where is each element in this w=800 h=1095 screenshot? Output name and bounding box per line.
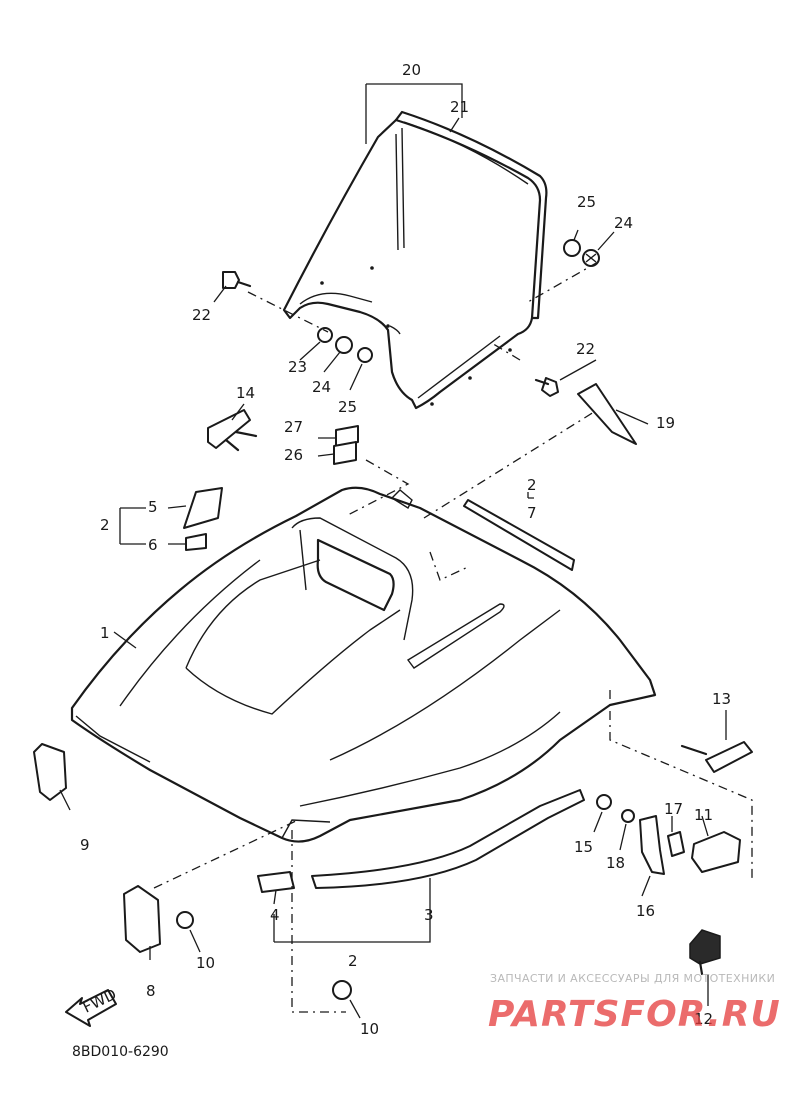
callout-26: 26 xyxy=(284,446,303,464)
callout-8: 8 xyxy=(146,982,156,1000)
callout-25: 25 xyxy=(577,193,596,211)
decal-19-part xyxy=(577,383,637,445)
latch-11-part xyxy=(691,831,741,873)
callout-2: 2 xyxy=(348,952,358,970)
callout-1: 1 xyxy=(100,624,110,642)
emblem-27-part xyxy=(335,425,359,447)
callout-10: 10 xyxy=(360,1020,379,1038)
hinge-9-part xyxy=(33,743,67,801)
side-rail-3-part xyxy=(311,789,585,889)
emblem-26-part xyxy=(333,441,357,465)
watermark-caption: ЗАПЧАСТИ И АКСЕССУАРЫ ДЛЯ МОТОТЕХНИКИ xyxy=(490,972,776,985)
knob-12-part xyxy=(689,929,721,965)
callout-9: 9 xyxy=(80,836,90,854)
arm-16-part xyxy=(639,815,665,875)
diagram-code: 8BD010-6290 xyxy=(72,1044,169,1060)
callout-13: 13 xyxy=(712,690,731,708)
callout-24: 24 xyxy=(614,214,633,232)
callout-15: 15 xyxy=(574,838,593,856)
callout-labels: 20 21 25 24 22 23 24 25 22 19 14 27 26 2… xyxy=(80,61,731,1038)
pad-6-part xyxy=(185,533,207,551)
callout-2: 2 xyxy=(100,516,110,534)
callout-7: 7 xyxy=(527,504,537,522)
callout-21: 21 xyxy=(450,98,469,116)
callout-2: 2 xyxy=(527,476,537,494)
callout-19: 19 xyxy=(656,414,675,432)
callout-22: 22 xyxy=(192,306,211,324)
windshield-fasteners xyxy=(222,239,600,397)
callout-11: 11 xyxy=(694,806,713,824)
pad-5-part xyxy=(183,487,223,529)
callout-23: 23 xyxy=(288,358,307,376)
windshield-part xyxy=(282,110,548,410)
fwd-arrow-icon: FWD xyxy=(65,985,119,1027)
callout-25: 25 xyxy=(338,398,357,416)
callout-12: 12 xyxy=(694,1010,713,1028)
callout-20: 20 xyxy=(402,61,421,79)
callout-22: 22 xyxy=(576,340,595,358)
leader-lines xyxy=(59,83,753,1019)
callout-17: 17 xyxy=(664,800,683,818)
callout-4: 4 xyxy=(270,906,280,924)
callout-24: 24 xyxy=(312,378,331,396)
callout-14: 14 xyxy=(236,384,255,402)
hinge-8-part xyxy=(123,885,161,953)
stopper-4-part xyxy=(257,871,295,893)
callout-18: 18 xyxy=(606,854,625,872)
seal-7-part xyxy=(463,499,575,571)
callout-3: 3 xyxy=(424,906,434,924)
callout-16: 16 xyxy=(636,902,655,920)
hood-part xyxy=(70,486,657,843)
callout-10: 10 xyxy=(196,954,215,972)
callout-27: 27 xyxy=(284,418,303,436)
watermark-logo: PARTSFOR.RU xyxy=(488,994,781,1035)
handle-13-part xyxy=(705,741,753,773)
callout-6: 6 xyxy=(148,536,158,554)
pin-17-part xyxy=(667,831,685,857)
callout-5: 5 xyxy=(148,498,158,516)
